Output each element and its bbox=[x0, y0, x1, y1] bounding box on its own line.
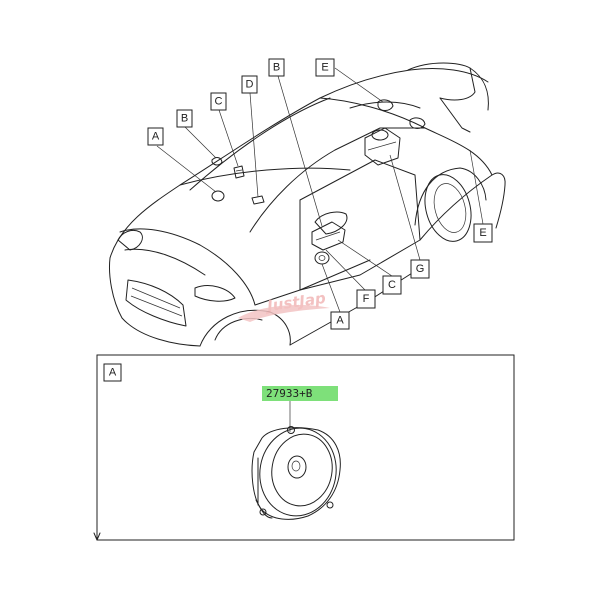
svg-text:G: G bbox=[416, 263, 425, 275]
callout-b-top: B bbox=[268, 58, 285, 77]
speaker-a-left bbox=[211, 190, 225, 202]
svg-text:E: E bbox=[321, 62, 328, 74]
detail-section-label: A bbox=[103, 363, 122, 382]
svg-text:C: C bbox=[215, 96, 223, 108]
watermark: JustJap bbox=[238, 289, 330, 322]
part-f bbox=[311, 221, 346, 251]
svg-text:E: E bbox=[479, 227, 486, 239]
svg-text:JustJap: JustJap bbox=[263, 289, 327, 315]
callout-g: G bbox=[410, 259, 430, 279]
part-number-label: 27933+B bbox=[262, 386, 338, 401]
svg-text:27933+B: 27933+B bbox=[266, 387, 313, 400]
svg-text:F: F bbox=[363, 293, 370, 305]
speaker-parts bbox=[211, 99, 426, 265]
callout-a-left: A bbox=[147, 127, 164, 146]
svg-text:D: D bbox=[246, 79, 254, 91]
part-e-top bbox=[377, 99, 394, 111]
part-g bbox=[364, 127, 401, 166]
svg-text:B: B bbox=[273, 62, 280, 74]
callout-e-right: E bbox=[473, 223, 493, 243]
door-speaker-illustration bbox=[251, 426, 341, 520]
svg-text:A: A bbox=[152, 131, 160, 143]
svg-text:A: A bbox=[109, 367, 117, 379]
detail-panel bbox=[93, 354, 515, 541]
callout-c-right: C bbox=[382, 275, 402, 295]
callout-f: F bbox=[356, 289, 376, 309]
svg-text:C: C bbox=[388, 279, 396, 291]
callout-c-left: C bbox=[210, 92, 227, 111]
callout-e-top: E bbox=[315, 58, 335, 77]
callout-b-left: B bbox=[176, 109, 193, 128]
svg-text:B: B bbox=[181, 113, 188, 125]
svg-text:A: A bbox=[336, 315, 344, 327]
leader-lines bbox=[156, 67, 484, 313]
part-e-right bbox=[409, 117, 426, 129]
part-c-left bbox=[233, 165, 245, 179]
callout-a-bottom: A bbox=[330, 311, 350, 330]
speaker-a-door bbox=[314, 251, 330, 265]
part-d bbox=[251, 195, 265, 205]
callout-d: D bbox=[241, 75, 258, 94]
